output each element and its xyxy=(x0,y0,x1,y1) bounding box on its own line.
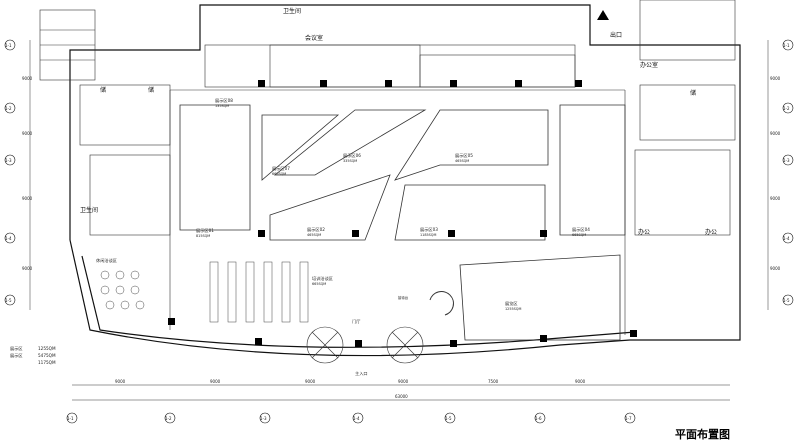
storage-left-label: 储 xyxy=(100,86,106,94)
dim-bottom-3: 9000 xyxy=(305,379,316,384)
hall02-name: 展示区02 xyxy=(307,227,325,233)
dim-left-2: 9000 xyxy=(22,131,33,136)
dimension-lines xyxy=(29,40,769,401)
dim-total: 63000 xyxy=(395,394,408,399)
axis-b7: 1-7 xyxy=(625,416,632,421)
lounge-tables xyxy=(100,270,145,310)
axis-r1: 1-1 xyxy=(783,43,790,48)
axis-l1: 1-1 xyxy=(5,43,12,48)
plan-title: 平面布置图 xyxy=(675,427,730,441)
axis-l3: 1-3 xyxy=(5,158,12,163)
axis-b3: 1-3 xyxy=(260,416,267,421)
expo-area: 1255SQM xyxy=(505,307,521,311)
hall05-name: 展示区05 xyxy=(455,153,473,159)
interior-walls xyxy=(39,0,736,335)
exit-top-label: 出口 xyxy=(610,31,622,39)
axis-b5: 1-5 xyxy=(445,416,452,421)
axis-b1: 1-1 xyxy=(67,416,74,421)
dim-left-1: 9000 xyxy=(22,76,33,81)
hall04-area: 665SQM xyxy=(572,233,586,237)
entrance-doors xyxy=(306,326,424,364)
dim-bottom-4: 9000 xyxy=(398,379,409,384)
north-arrow-icon xyxy=(597,10,609,20)
axis-r2: 1-2 xyxy=(783,106,790,111)
dim-left-4: 9000 xyxy=(22,266,33,271)
dim-right-3: 9000 xyxy=(770,196,781,201)
hall06-area: 335SQM xyxy=(343,159,357,163)
dim-bottom-1: 9000 xyxy=(115,379,126,384)
legend-row2-value: 5475QM xyxy=(38,353,56,358)
training-tables xyxy=(209,261,309,323)
axis-b6: 1-6 xyxy=(535,416,542,421)
hall01-name: 展示区01 xyxy=(196,228,214,234)
dim-left-3: 9000 xyxy=(22,196,33,201)
dim-bottom-6: 9000 xyxy=(575,379,586,384)
hall03-area: 1185SQM xyxy=(420,233,436,237)
training-area: 665SQM xyxy=(312,282,326,286)
axis-b2: 1-2 xyxy=(165,416,172,421)
legend-row1-label: 展示区 xyxy=(10,346,23,352)
hall06-name: 展示区06 xyxy=(343,153,361,159)
structural-columns xyxy=(168,80,637,347)
axis-r5: 1-5 xyxy=(783,298,790,303)
reception-desk-shape xyxy=(429,291,454,316)
axis-l4: 1-4 xyxy=(5,236,12,241)
lounge-label: 休闲洽谈区 xyxy=(96,257,117,264)
axis-bubbles xyxy=(4,39,794,424)
expo-label: 展览区 xyxy=(505,300,518,307)
restroom-left-label: 卫生间 xyxy=(80,206,98,214)
building-outline xyxy=(69,4,741,357)
dim-bottom-2: 9000 xyxy=(210,379,221,384)
hall08-name: 展示区08 xyxy=(215,98,233,104)
main-entrance-label: 主入口 xyxy=(355,370,368,376)
dim-right-4: 9000 xyxy=(770,266,781,271)
hall08-area: 135SQM xyxy=(215,104,229,108)
dim-bottom-5: 7500 xyxy=(488,379,499,384)
hall01-area: 815SQM xyxy=(196,234,210,238)
axis-l5: 1-5 xyxy=(5,298,12,303)
legend-row2-label: 展示区 xyxy=(10,353,23,359)
hall07-area: 665SQM xyxy=(272,172,286,176)
reception-label: 接待台 xyxy=(398,295,409,300)
office-top-right-label: 办公室 xyxy=(640,61,658,69)
meeting-room-label: 会议室 xyxy=(305,34,323,42)
legend-row1-value: 1255QM xyxy=(38,346,56,351)
office-right2-label: 办公 xyxy=(638,228,650,236)
restroom-top-label: 卫生间 xyxy=(283,7,301,15)
exhibit-halls xyxy=(179,104,626,341)
legend-row3-value: 1175QM xyxy=(38,360,56,365)
hall04-name: 展示区04 xyxy=(572,227,590,233)
hall03-name: 展示区03 xyxy=(420,227,438,233)
axis-b4: 1-4 xyxy=(353,416,360,421)
gate-label: 门厅 xyxy=(352,318,360,325)
dim-right-2: 9000 xyxy=(770,131,781,136)
axis-r4: 1-4 xyxy=(783,236,790,241)
axis-l2: 1-2 xyxy=(5,106,12,111)
axis-r3: 1-3 xyxy=(783,158,790,163)
hall02-area: 465SQM xyxy=(307,233,321,237)
storage-left2-label: 储 xyxy=(148,86,154,94)
training-label: 培训洽谈区 xyxy=(312,275,333,282)
storage-right-label: 储 xyxy=(690,89,696,97)
office-right3-label: 办公 xyxy=(705,228,717,236)
dim-right-1: 9000 xyxy=(770,76,781,81)
hall05-area: 465SQM xyxy=(455,159,469,163)
hall07-name: 展示区07 xyxy=(272,166,290,172)
